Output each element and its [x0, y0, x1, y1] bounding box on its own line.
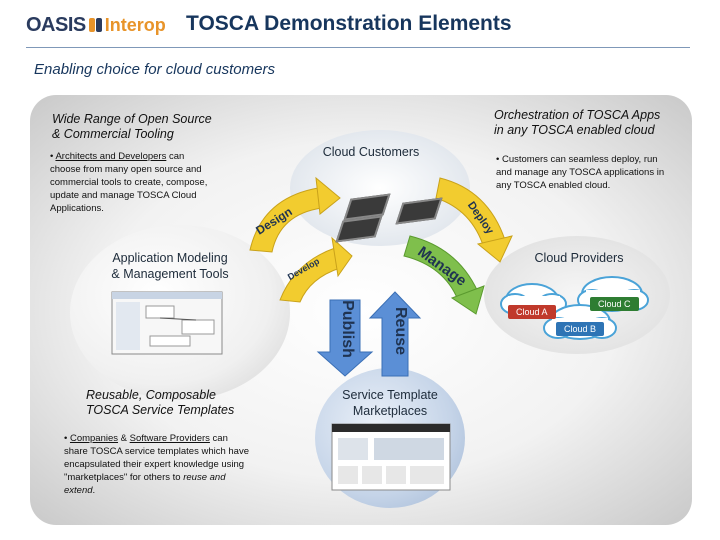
logo-oasis-text: OASIS	[26, 13, 86, 36]
slide-subtitle: Enabling choice for cloud customers	[34, 61, 275, 78]
tooling-bullet: • Architects and Developers can choose f…	[50, 151, 208, 214]
title-divider	[26, 47, 690, 48]
manage-arrowhead	[450, 285, 485, 315]
chip-icon-2	[395, 197, 443, 225]
publish-arrow	[316, 299, 374, 377]
develop-arrowhead	[331, 236, 353, 278]
orchestration-bullet: • Customers can seamless deploy, run and…	[496, 154, 665, 191]
cloud-a-tag: Cloud A	[508, 305, 556, 319]
oasis-interop-logo: OASIS Interop	[26, 12, 166, 38]
publish-label: Publish	[338, 300, 356, 358]
slide-title: TOSCA Demonstration Elements	[186, 12, 512, 35]
cloud-providers-label: Cloud Providers	[534, 251, 624, 265]
logo-mark-icon	[88, 16, 103, 34]
deploy-arrowhead	[476, 235, 513, 263]
marketplace-label: Service Template Marketplaces	[342, 388, 438, 418]
modeling-tool-screenshot	[111, 291, 223, 355]
templates-bullet: • Companies & Software Providers can sha…	[64, 433, 249, 496]
orchestration-heading: Orchestration of TOSCA Apps in any TOSCA…	[494, 108, 661, 137]
cloud-c-tag: Cloud C	[590, 297, 639, 311]
design-arrowhead	[315, 176, 341, 215]
chip-icon-3	[335, 215, 383, 243]
reuse-label: Reuse	[392, 306, 410, 356]
cloud-customers-label: Cloud Customers	[322, 145, 420, 159]
marketplace-screenshot	[331, 423, 451, 491]
reuse-arrow	[368, 291, 422, 377]
modeling-tools-label: Application Modeling & Management Tools	[111, 251, 229, 281]
logo-interop-text: Interop	[104, 14, 166, 35]
templates-heading: Reusable, Composable TOSCA Service Templ…	[86, 388, 235, 417]
cloud-b-tag: Cloud B	[556, 322, 605, 336]
tooling-heading: Wide Range of Open Source & Commercial T…	[52, 112, 212, 141]
